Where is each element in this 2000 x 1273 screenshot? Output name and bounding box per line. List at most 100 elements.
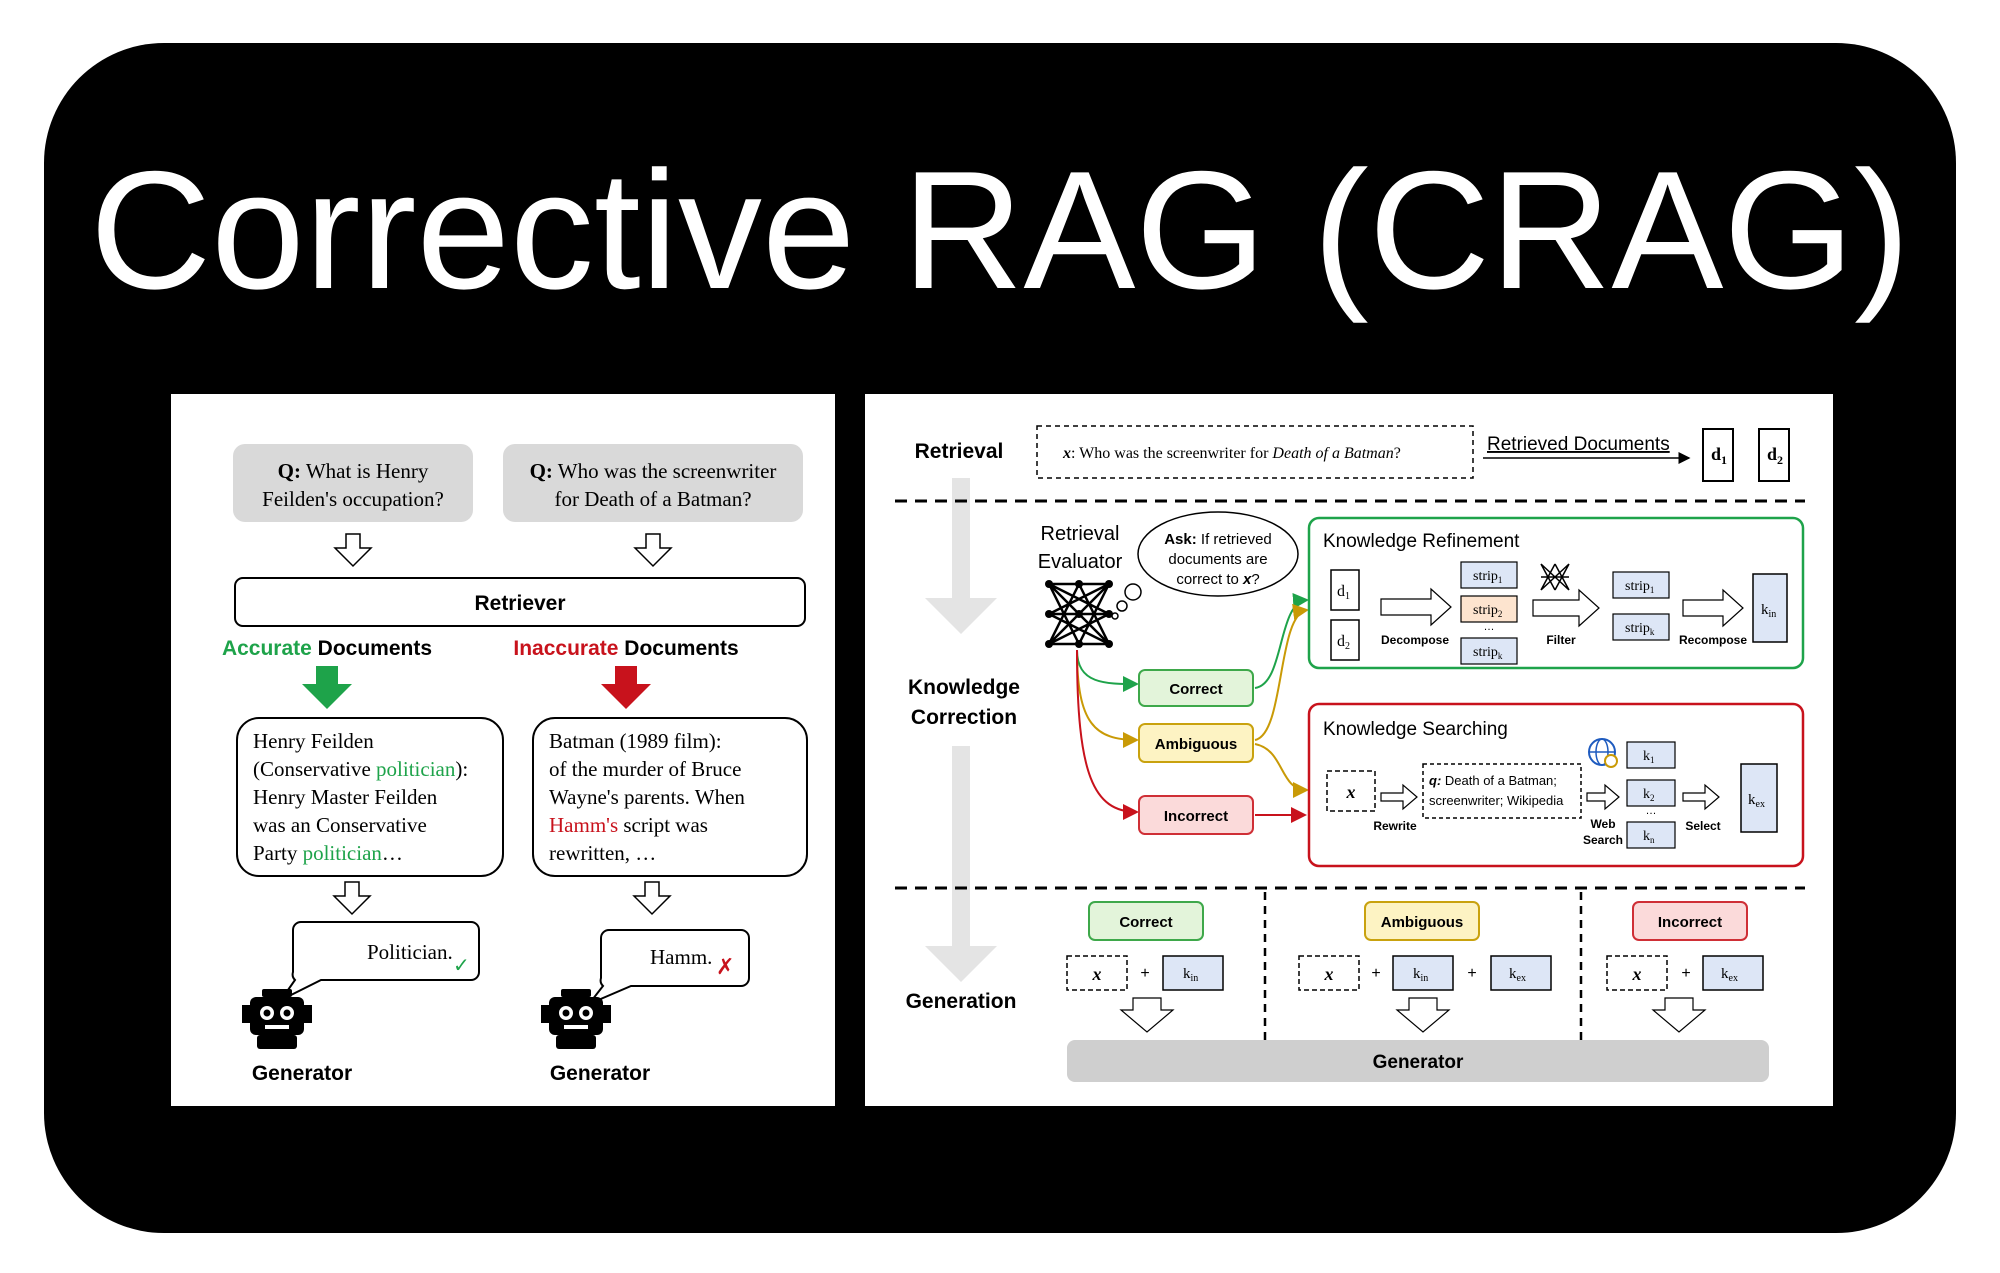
- gen-ambiguous-label: Ambiguous: [1381, 914, 1464, 931]
- globe-icon: [1588, 738, 1618, 768]
- strip-ellipsis: …: [1484, 621, 1495, 633]
- doc1-line-1: Henry Feilden: [253, 729, 374, 753]
- gen-correct-label: Correct: [1119, 914, 1172, 931]
- green-down-arrow-icon: [302, 666, 352, 709]
- kn-box: [1626, 821, 1676, 849]
- search-query-line-1: q: Death of a Batman;: [1429, 773, 1557, 788]
- k2-box: [1626, 779, 1676, 807]
- strip-1-label: strip1: [1473, 569, 1502, 585]
- refine-d1-label: d1: [1337, 583, 1350, 602]
- gen-incorrect-down-arrow-icon: [1651, 997, 1707, 1033]
- incorrect-branch-arrow: [1076, 649, 1139, 820]
- k-ellipsis: …: [1646, 805, 1657, 817]
- retriever-box: [234, 577, 806, 627]
- gen-correct-kin-label: kin: [1183, 966, 1198, 984]
- search-label: Search: [1583, 833, 1623, 847]
- document-d1: [1702, 428, 1734, 482]
- ambiguous-to-refinement-arrow: [1254, 603, 1309, 741]
- recompose-arrow-icon: [1682, 588, 1744, 628]
- gen-ambig-x-box: [1298, 955, 1360, 991]
- cross-icon: ✗: [716, 954, 734, 979]
- gen-incorrect-kex-label: kex: [1721, 966, 1738, 984]
- incorrect-action-box: [1138, 795, 1254, 835]
- gen-ambig-plus-2: +: [1467, 965, 1476, 982]
- gen-correct-box: [1088, 901, 1204, 941]
- doc2-line-5: rewritten, …: [549, 841, 656, 865]
- correct-branch-arrow: [1076, 649, 1139, 692]
- evaluator-label-2: Evaluator: [1038, 551, 1123, 573]
- ambiguous-action-box: [1138, 723, 1254, 763]
- doc2-line-1: Batman (1989 film):: [549, 729, 722, 753]
- robot-icon: [541, 989, 611, 1049]
- robot-icon: [242, 989, 312, 1049]
- generation-label: Generation: [906, 990, 1017, 1013]
- k-ex-box: [1740, 763, 1778, 833]
- down-arrow-icon: [632, 881, 672, 916]
- k-in-label: kin: [1761, 602, 1776, 620]
- refine-d2-label: d2: [1337, 633, 1350, 652]
- red-down-arrow-icon: [601, 666, 651, 709]
- knowledge-correction-label-1: Knowledge: [908, 676, 1020, 699]
- question-2-line-2: for Death of a Batman?: [554, 487, 751, 511]
- gen-ambig-kex-box: [1490, 955, 1552, 991]
- gen-correct-plus: +: [1140, 965, 1149, 982]
- gen-correct-x-label: x: [1092, 964, 1102, 984]
- doc1-line-4: was an Conservative: [253, 813, 427, 837]
- ambiguous-action-label: Ambiguous: [1155, 736, 1238, 753]
- query-text: x: Who was the screenwriter for Death of…: [1062, 445, 1401, 462]
- right-figure: Retrieval x: Who was the screenwriter fo…: [895, 425, 1805, 1082]
- strip-2-label: strip2: [1473, 603, 1502, 619]
- filtered-strip-1-label: strip1: [1625, 579, 1654, 595]
- gen-correct-down-arrow-icon: [1119, 997, 1175, 1033]
- gen-incorrect-box: [1632, 901, 1748, 941]
- generator-bar: [1067, 1040, 1769, 1082]
- gen-ambig-kin-box: [1392, 955, 1454, 991]
- refine-d1: [1330, 569, 1360, 611]
- inaccurate-documents-heading: Inaccurate Documents: [513, 637, 738, 660]
- gen-incorrect-kex-box: [1702, 955, 1764, 991]
- filter-label: Filter: [1546, 633, 1576, 647]
- ask-thought-bubble: [1111, 511, 1299, 620]
- strip-k-box: [1460, 637, 1518, 665]
- document-d1-label: d1: [1711, 444, 1727, 467]
- k2-label: k2: [1643, 787, 1655, 803]
- answer-1: Politician.: [367, 940, 453, 964]
- document-d2: [1758, 428, 1790, 482]
- document-text-accurate: Henry Feilden (Conservative politician):…: [253, 729, 468, 865]
- main-title: Corrective RAG (CRAG): [89, 136, 1911, 324]
- document-box-inaccurate: [532, 717, 808, 877]
- kn-label: kn: [1643, 829, 1655, 845]
- left-figure-panel: Q: What is Henry Feilden's occupation? Q…: [171, 394, 835, 1106]
- gen-ambiguous-box: [1364, 901, 1480, 941]
- ask-line-3: correct to x?: [1176, 571, 1259, 588]
- filter-network-icon: [1540, 563, 1570, 591]
- search-x-label: x: [1346, 782, 1356, 802]
- gen-correct-kin-box: [1162, 955, 1224, 991]
- ask-line-1: Ask: If retrieved: [1164, 531, 1272, 548]
- search-query-line-2: screenwriter; Wikipedia: [1429, 793, 1564, 808]
- web-search-arrow-icon: [1586, 783, 1620, 811]
- gen-ambig-down-arrow-icon: [1395, 997, 1451, 1033]
- filter-arrow-icon: [1532, 588, 1600, 628]
- filtered-strip-1-box: [1612, 571, 1670, 599]
- doc1-line-5: Party politician…: [253, 841, 403, 865]
- strip-2-box: [1460, 595, 1518, 623]
- doc2-line-4: Hamm's script was: [549, 813, 708, 837]
- k-ex-label: kex: [1748, 792, 1765, 810]
- gen-incorrect-x-box: [1606, 955, 1668, 991]
- gen-incorrect-label: Incorrect: [1658, 914, 1722, 931]
- gen-ambig-plus-1: +: [1371, 965, 1380, 982]
- knowledge-searching-title: Knowledge Searching: [1323, 719, 1508, 740]
- gen-ambig-kex-label: kex: [1509, 966, 1526, 984]
- neural-network-nodes: [1045, 580, 1113, 648]
- web-label: Web: [1590, 817, 1615, 831]
- doc2-line-2: of the murder of Bruce: [549, 757, 741, 781]
- decompose-arrow-icon: [1380, 587, 1452, 627]
- select-label: Select: [1685, 819, 1720, 833]
- gen-correct-x-box: [1066, 955, 1128, 991]
- down-arrow-icon: [633, 533, 673, 568]
- retrieval-label: Retrieval: [915, 440, 1004, 463]
- correct-action-box: [1138, 669, 1254, 707]
- gen-ambig-x-label: x: [1324, 964, 1334, 984]
